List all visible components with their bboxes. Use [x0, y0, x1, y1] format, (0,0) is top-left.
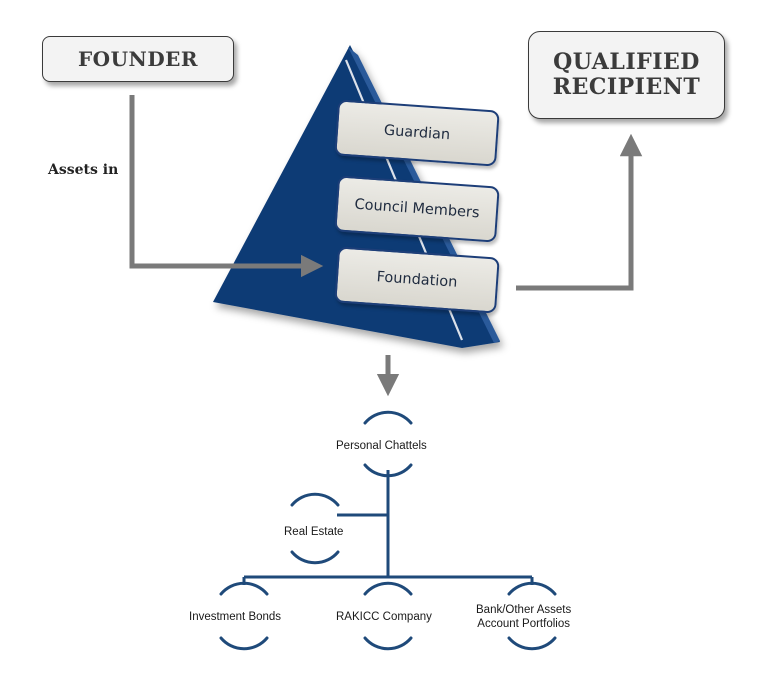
assets-in-label: Assets in	[48, 162, 119, 178]
node-bracket-realestate-top	[290, 492, 340, 507]
node-bracket-investment-bottom	[219, 636, 269, 651]
founder-flow-arrow	[129, 95, 324, 278]
node-bracket-investment-top	[219, 581, 269, 596]
founder-label: FOUNDER	[77, 47, 199, 71]
node-bracket-bank-top	[507, 581, 557, 596]
node-investment-bonds: Investment Bonds	[189, 611, 282, 623]
tier-council-label: Council Members	[353, 196, 481, 222]
tier-council-members: Council Members	[334, 175, 500, 243]
qualified-recipient-box: QUALIFIED RECIPIENT	[528, 31, 725, 119]
node-rakicc-company: RAKICC Company	[336, 611, 432, 623]
node-bracket-rakicc-top	[363, 581, 413, 596]
node-personal-chattels: Personal Chattels	[336, 440, 427, 452]
node-bank-other-assets: Bank/Other Assets Account Portfolios	[476, 603, 571, 632]
node-real-estate: Real Estate	[284, 526, 344, 538]
recipient-flow-arrow	[516, 133, 643, 291]
node-bracket-personal-top	[363, 410, 413, 425]
tier-guardian: Guardian	[334, 99, 500, 167]
node-bracket-rakicc-bottom	[363, 636, 413, 651]
tier-foundation: Foundation	[334, 246, 500, 314]
node-bank-line2: Account Portfolios	[477, 618, 570, 631]
node-bank-line1: Bank/Other Assets	[476, 604, 572, 616]
recipient-label-line1: QUALIFIED	[553, 48, 700, 75]
node-bracket-realestate-bottom	[290, 550, 340, 565]
founder-box: FOUNDER	[42, 36, 234, 82]
recipient-label-line2: RECIPIENT	[552, 74, 701, 100]
tier-foundation-label: Foundation	[376, 269, 458, 291]
tree-node-brackets	[219, 410, 557, 651]
tier-guardian-label: Guardian	[383, 122, 451, 144]
node-bracket-bank-bottom	[507, 636, 557, 651]
node-bracket-personal-bottom	[363, 463, 413, 478]
